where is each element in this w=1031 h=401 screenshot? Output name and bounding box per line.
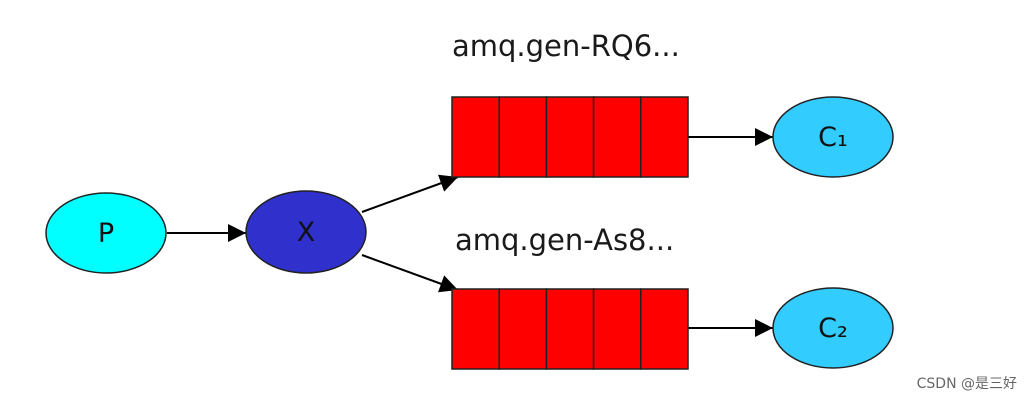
edge-exchange-to-queue1 [361,174,459,213]
exchange-node: X [245,190,367,274]
queue-2-label: amq.gen-As8... [455,223,674,257]
consumer-2-label: C₂ [818,313,848,344]
queue-2-cell [545,288,595,370]
producer-node: P [45,192,167,274]
producer-label: P [98,218,114,249]
consumer-1-node: C₁ [772,96,894,178]
queue-1-cell [498,96,548,178]
exchange-label: X [297,217,316,248]
queue-1-cell [451,96,500,178]
queue-2-cell [451,288,500,370]
producer-shape [45,192,167,274]
queue-1: amq.gen-RQ6... [451,29,689,178]
consumer-1-label: C₁ [818,122,848,153]
queue-2-cell [592,288,642,370]
watermark-text: CSDN @是三好 [916,376,1017,392]
queue-1-cells [451,96,689,178]
queue-1-cell [640,96,689,178]
consumer-2-node: C₂ [772,287,894,369]
queue-2-cell [640,288,689,370]
consumer-2-shape [772,287,894,369]
exchange-shape [245,190,367,274]
queue-1-cell [545,96,595,178]
queue-2-cells [451,288,689,370]
consumer-1-shape [772,96,894,178]
queue-2-cell [498,288,548,370]
edge-exchange-to-queue2 [361,254,459,293]
queue-2: amq.gen-As8... [451,223,689,370]
queue-1-cell [592,96,642,178]
queue-1-label: amq.gen-RQ6... [452,29,680,63]
